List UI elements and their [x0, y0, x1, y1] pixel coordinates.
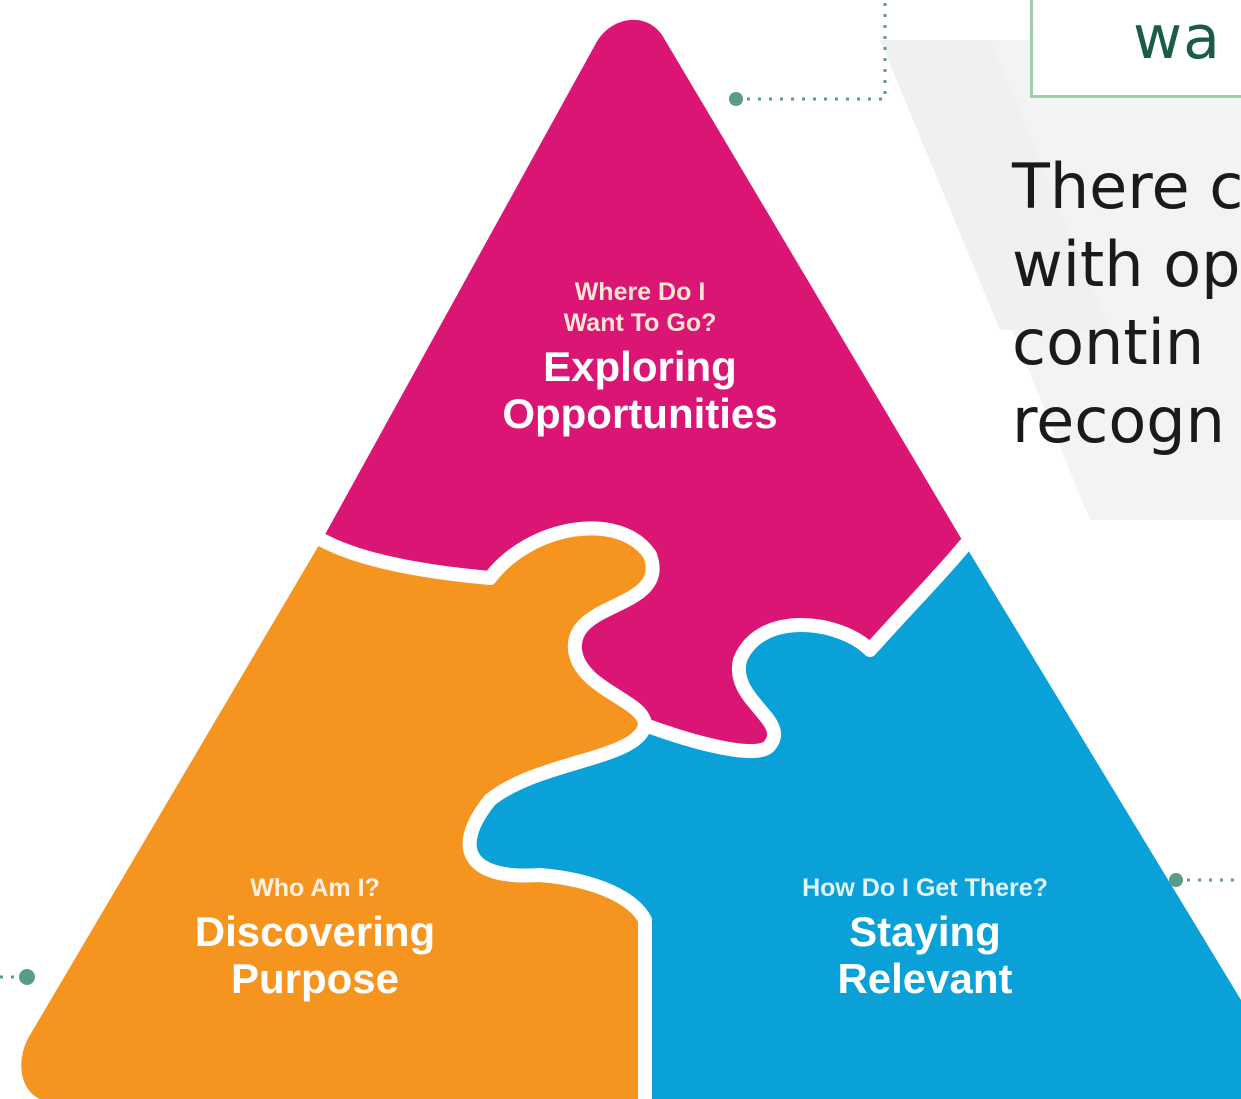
connector-right — [1169, 873, 1241, 887]
body-line-2: with op — [1012, 228, 1241, 301]
puzzle-seams — [315, 521, 972, 1099]
body-paragraph: There c with op contin recogn — [1012, 148, 1241, 460]
heading-box-text: wa — [1133, 3, 1221, 73]
title-opportunities: Opportunities — [502, 390, 778, 437]
title-relevant: Relevant — [837, 955, 1013, 1002]
piece-staying-relevant — [469, 545, 1241, 1099]
title-discovering: Discovering — [194, 908, 436, 955]
title-purpose: Purpose — [230, 955, 400, 1002]
background-watermark — [880, 40, 1241, 520]
piece-exploring-opportunities — [322, 19, 965, 752]
piece-discovering-purpose — [21, 528, 653, 1099]
connector-left — [0, 969, 35, 985]
question-where-2: Want To Go? — [563, 309, 717, 337]
piece-label-exploring: Where Do I Want To Go? Exploring Opportu… — [440, 277, 840, 437]
question-how: How Do I Get There? — [802, 874, 1048, 902]
body-line-1: There c — [1012, 150, 1241, 223]
body-line-4: recogn — [1012, 384, 1225, 457]
question-who: Who Am I? — [250, 874, 380, 902]
title-staying: Staying — [849, 908, 1001, 955]
body-line-3: contin — [1012, 306, 1205, 379]
connector-top — [729, 0, 887, 106]
title-exploring: Exploring — [543, 343, 737, 390]
heading-box: wa — [1030, 0, 1241, 98]
piece-label-staying: How Do I Get There? Staying Relevant — [745, 873, 1105, 1002]
question-where: Where Do I — [574, 278, 706, 306]
piece-label-discovering: Who Am I? Discovering Purpose — [140, 873, 490, 1002]
